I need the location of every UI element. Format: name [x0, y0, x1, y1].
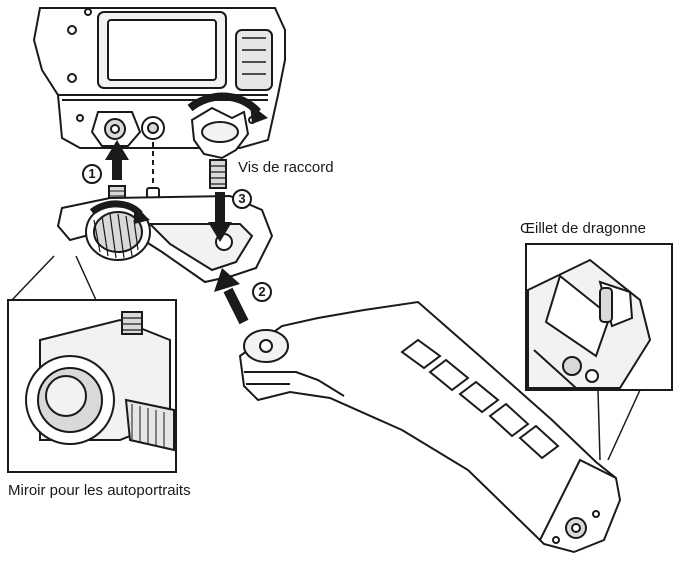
- grip-handle: [238, 300, 622, 554]
- push-arrow-2: [223, 287, 249, 325]
- grip-bottom-socket: [552, 510, 600, 544]
- zoom-callout-lines-right: [597, 389, 641, 461]
- rotate-arrow-top-head: [250, 104, 268, 124]
- step-2-badge: 2: [252, 282, 272, 302]
- strap-eyelet-detail: [527, 258, 652, 389]
- push-arrow-3-head: [208, 222, 232, 242]
- tripod-adapter: [56, 194, 274, 284]
- selfie-mirror-detail: [25, 311, 175, 452]
- push-arrow-1-head: [105, 140, 129, 160]
- step-1-badge: 1: [82, 164, 102, 184]
- push-arrow-2-head: [214, 268, 240, 292]
- camera-tripod-socket: [90, 111, 165, 147]
- screw-label: Vis de raccord: [238, 159, 334, 176]
- selfie-mirror-label: Miroir pour les autoportraits: [8, 482, 191, 499]
- grip-ridges: [400, 338, 560, 460]
- zoom-callout-lines: [11, 255, 97, 301]
- step-3-badge: 3: [232, 189, 252, 209]
- rotate-arrow-adapter-head: [134, 206, 150, 224]
- strap-eyelet-label: Œillet de dragonne: [520, 220, 646, 237]
- connection-screw: [190, 106, 250, 189]
